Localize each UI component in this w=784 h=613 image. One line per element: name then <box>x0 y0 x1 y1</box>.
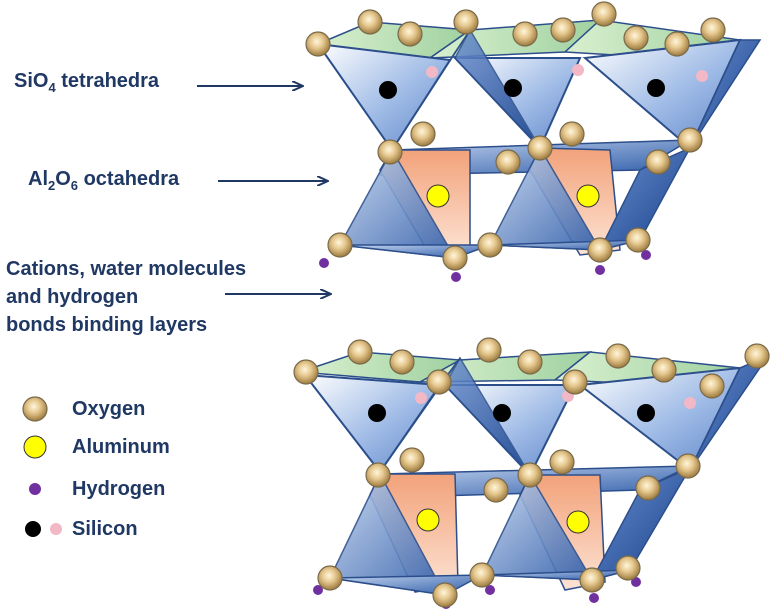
oxygen-atom <box>389 349 415 375</box>
hydrogen-atom <box>595 265 605 275</box>
legend-label-aluminum: Aluminum <box>72 435 170 458</box>
oxygen-atom <box>305 31 331 57</box>
oxygen-atom <box>477 232 503 258</box>
silicon-atom <box>493 404 511 422</box>
oxygen-atom <box>517 462 543 488</box>
aluminum-atom <box>576 184 600 208</box>
oxygen-atom <box>550 17 576 43</box>
oxygen-atom <box>591 1 617 27</box>
silicon-atom <box>379 81 397 99</box>
oxygen-atom <box>675 453 701 479</box>
silicon-atom-hidden <box>572 64 584 76</box>
oxygen-atom <box>399 447 425 473</box>
oxygen-atom <box>615 555 641 581</box>
oxygen-atom <box>587 237 613 263</box>
oxygen-atom <box>357 9 383 35</box>
legend-silicon: Silicon <box>18 512 138 546</box>
silicon-atom-hidden <box>696 70 708 82</box>
oxygen-atom <box>744 343 770 369</box>
label-sio4-tetrahedra: SiO4 tetrahedra <box>14 70 160 95</box>
sio4-tetrahedron <box>452 28 582 150</box>
clay-layer-top <box>305 1 762 282</box>
oxygen-atom <box>512 21 538 47</box>
sio4-tetrahedron <box>582 38 762 150</box>
oxygen-atom <box>549 449 575 475</box>
label-interlayer-line-2: and hydrogen <box>6 286 139 308</box>
oxygen-atom <box>677 127 703 153</box>
label-al2o6-octahedra: Al2O6 octahedra <box>28 168 180 193</box>
silicon-atom <box>647 79 665 97</box>
oxygen-atom <box>605 343 631 369</box>
oxygen-atom <box>327 232 353 258</box>
hydrogen-atom <box>313 585 323 595</box>
oxygen-atom <box>517 349 543 375</box>
oxygen-atom <box>476 337 502 363</box>
oxygen-atom <box>483 477 509 503</box>
oxygen-atom <box>651 357 677 383</box>
al2o6-octahedron <box>338 148 471 259</box>
oxygen-atom <box>377 139 403 165</box>
oxygen-atom <box>469 562 495 588</box>
oxygen-atom <box>426 369 452 395</box>
oxygen-atom <box>699 373 725 399</box>
oxygen-atom <box>365 462 391 488</box>
oxygen-atom <box>432 582 458 608</box>
label-interlayer-line-3: bonds binding layers <box>6 314 208 336</box>
oxygen-atom <box>700 17 726 43</box>
oxygen-atom <box>559 121 585 147</box>
oxygen-atom <box>579 567 605 593</box>
label-interlayer-line-1: Cations, water molecules <box>6 258 247 280</box>
oxygen-atom <box>410 121 436 147</box>
oxygen-atom <box>347 339 373 365</box>
hydrogen-atom <box>641 250 651 260</box>
hydrogen-atom <box>319 258 329 268</box>
oxygen-atom <box>397 21 423 47</box>
oxygen-atom <box>453 9 479 35</box>
legend-oxygen: Oxygen <box>18 392 145 426</box>
oxygen-atom <box>635 475 661 501</box>
silicon-atom-hidden <box>415 392 427 404</box>
aluminum-atom <box>566 510 590 534</box>
aluminum-atom <box>416 508 440 532</box>
hydrogen-atom <box>589 593 599 603</box>
oxygen-atom <box>293 359 319 385</box>
legend-label-hydrogen: Hydrogen <box>72 477 166 500</box>
aluminum-atom <box>426 184 450 208</box>
oxygen-atom <box>527 135 553 161</box>
oxygen-atom <box>645 149 671 175</box>
sio4-tetrahedron <box>577 354 771 472</box>
legend-aluminum: Aluminum <box>18 430 170 464</box>
clay-layer-bottom <box>293 337 771 609</box>
oxygen-atom <box>495 149 521 175</box>
legend-label-silicon: Silicon <box>72 517 138 540</box>
legend-hydrogen: Hydrogen <box>18 472 165 506</box>
silicon-atom <box>504 79 522 97</box>
oxygen-atom <box>562 369 588 395</box>
silicon-atom <box>637 404 655 422</box>
hydrogen-atom <box>485 585 495 595</box>
oxygen-atom <box>664 31 690 57</box>
oxygen-atom <box>625 227 651 253</box>
legend-label-oxygen: Oxygen <box>72 397 146 420</box>
silicon-atom-hidden <box>426 66 438 78</box>
oxygen-atom <box>442 245 468 271</box>
silicon-atom-hidden <box>684 397 696 409</box>
silicon-legend-icon <box>18 512 68 546</box>
al2o6-octahedron <box>328 472 459 596</box>
hydrogen-atom <box>631 577 641 587</box>
silicon-atom <box>368 404 386 422</box>
oxygen-atom <box>623 25 649 51</box>
oxygen-legend-icon <box>18 392 68 426</box>
hydrogen-legend-icon <box>18 472 68 506</box>
oxygen-atom <box>317 565 343 591</box>
aluminum-legend-icon <box>18 430 68 464</box>
hydrogen-atom <box>451 272 461 282</box>
